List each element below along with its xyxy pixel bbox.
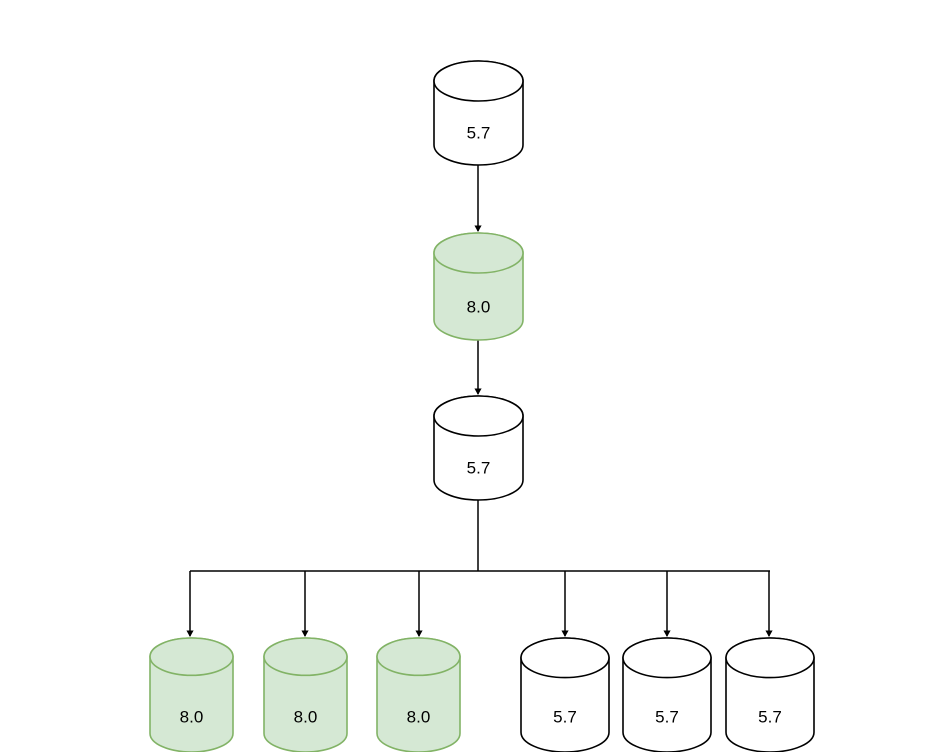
leaf-cylinder-4[interactable]: 5.7 bbox=[520, 637, 610, 752]
cylinder-label: 8.0 bbox=[467, 297, 491, 316]
cylinder-label: 5.7 bbox=[467, 458, 491, 477]
cylinder-top-ellipse bbox=[433, 395, 524, 437]
cylinder-label: 5.7 bbox=[758, 707, 782, 726]
cylinder-top-ellipse bbox=[622, 637, 712, 679]
leaf-cylinder-1[interactable]: 8.0 bbox=[149, 637, 234, 752]
top-cylinder[interactable]: 5.7 bbox=[433, 60, 524, 166]
cylinder-top-ellipse bbox=[149, 637, 234, 677]
leaf-cylinder-2[interactable]: 8.0 bbox=[263, 637, 348, 752]
cylinder-top-ellipse bbox=[433, 60, 524, 102]
second-cylinder[interactable]: 8.0 bbox=[433, 232, 524, 341]
cylinder-label: 8.0 bbox=[407, 707, 431, 726]
cylinder-label: 5.7 bbox=[655, 707, 679, 726]
leaf-cylinder-3[interactable]: 8.0 bbox=[376, 637, 461, 752]
cylinder-label: 8.0 bbox=[180, 707, 204, 726]
diagram-content: 5.7 8.0 5.7 8.0 8.0 8.0 5.7 5.7 5.7 bbox=[149, 60, 815, 752]
cylinder-top-ellipse bbox=[376, 637, 461, 677]
cylinder-label: 5.7 bbox=[467, 123, 491, 142]
fanout-bus bbox=[190, 500, 770, 572]
cylinder-top-ellipse bbox=[725, 637, 815, 679]
leaf-cylinder-5[interactable]: 5.7 bbox=[622, 637, 712, 752]
cylinder-top-ellipse bbox=[263, 637, 348, 677]
cylinder-top-ellipse bbox=[520, 637, 610, 679]
leaf-cylinder-6[interactable]: 5.7 bbox=[725, 637, 815, 752]
cylinder-top-ellipse bbox=[433, 232, 524, 274]
third-cylinder[interactable]: 5.7 bbox=[433, 395, 524, 501]
cylinder-label: 5.7 bbox=[553, 707, 577, 726]
cylinder-label: 8.0 bbox=[294, 707, 318, 726]
